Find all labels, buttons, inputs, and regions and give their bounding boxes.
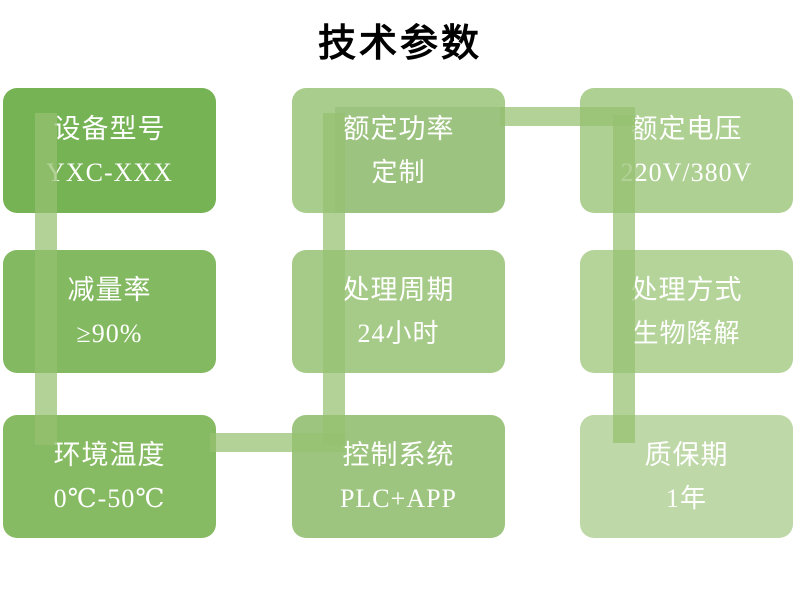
card-label: 质保期: [644, 439, 729, 470]
card-label: 额定电压: [630, 113, 743, 144]
card-value: 生物降解: [632, 318, 741, 348]
card-label: 环境温度: [53, 439, 166, 470]
connector-horizontal-bottom: [210, 433, 345, 452]
card-label: 额定功率: [342, 113, 455, 144]
card-value: 24小时: [357, 318, 440, 348]
page-title: 技术参数: [317, 23, 482, 65]
card-value: 1年: [665, 483, 707, 513]
connector-horizontal-top: [500, 107, 635, 126]
card-label: 减量率: [67, 274, 152, 305]
card-processing-method: 处理方式 生物降解: [580, 250, 793, 373]
card-label: 处理周期: [342, 274, 455, 305]
card-label: 处理方式: [630, 274, 743, 305]
card-value: PLC+APP: [339, 483, 458, 513]
connector-vertical-col3: [613, 115, 635, 443]
card-shade-overlay: [335, 107, 505, 213]
connector-vertical-col1: [35, 113, 57, 445]
card-value: 220V/380V: [620, 157, 753, 187]
card-value: ≥90%: [76, 318, 143, 348]
connector-vertical-col2: [323, 113, 345, 445]
card-warranty-period: 质保期 1年: [580, 415, 793, 538]
card-value: 0℃-50℃: [53, 483, 166, 513]
card-value: YXC-XXX: [46, 157, 173, 187]
card-label: 设备型号: [53, 113, 166, 144]
card-value: 定制: [371, 157, 426, 187]
card-label: 控制系统: [342, 439, 455, 470]
